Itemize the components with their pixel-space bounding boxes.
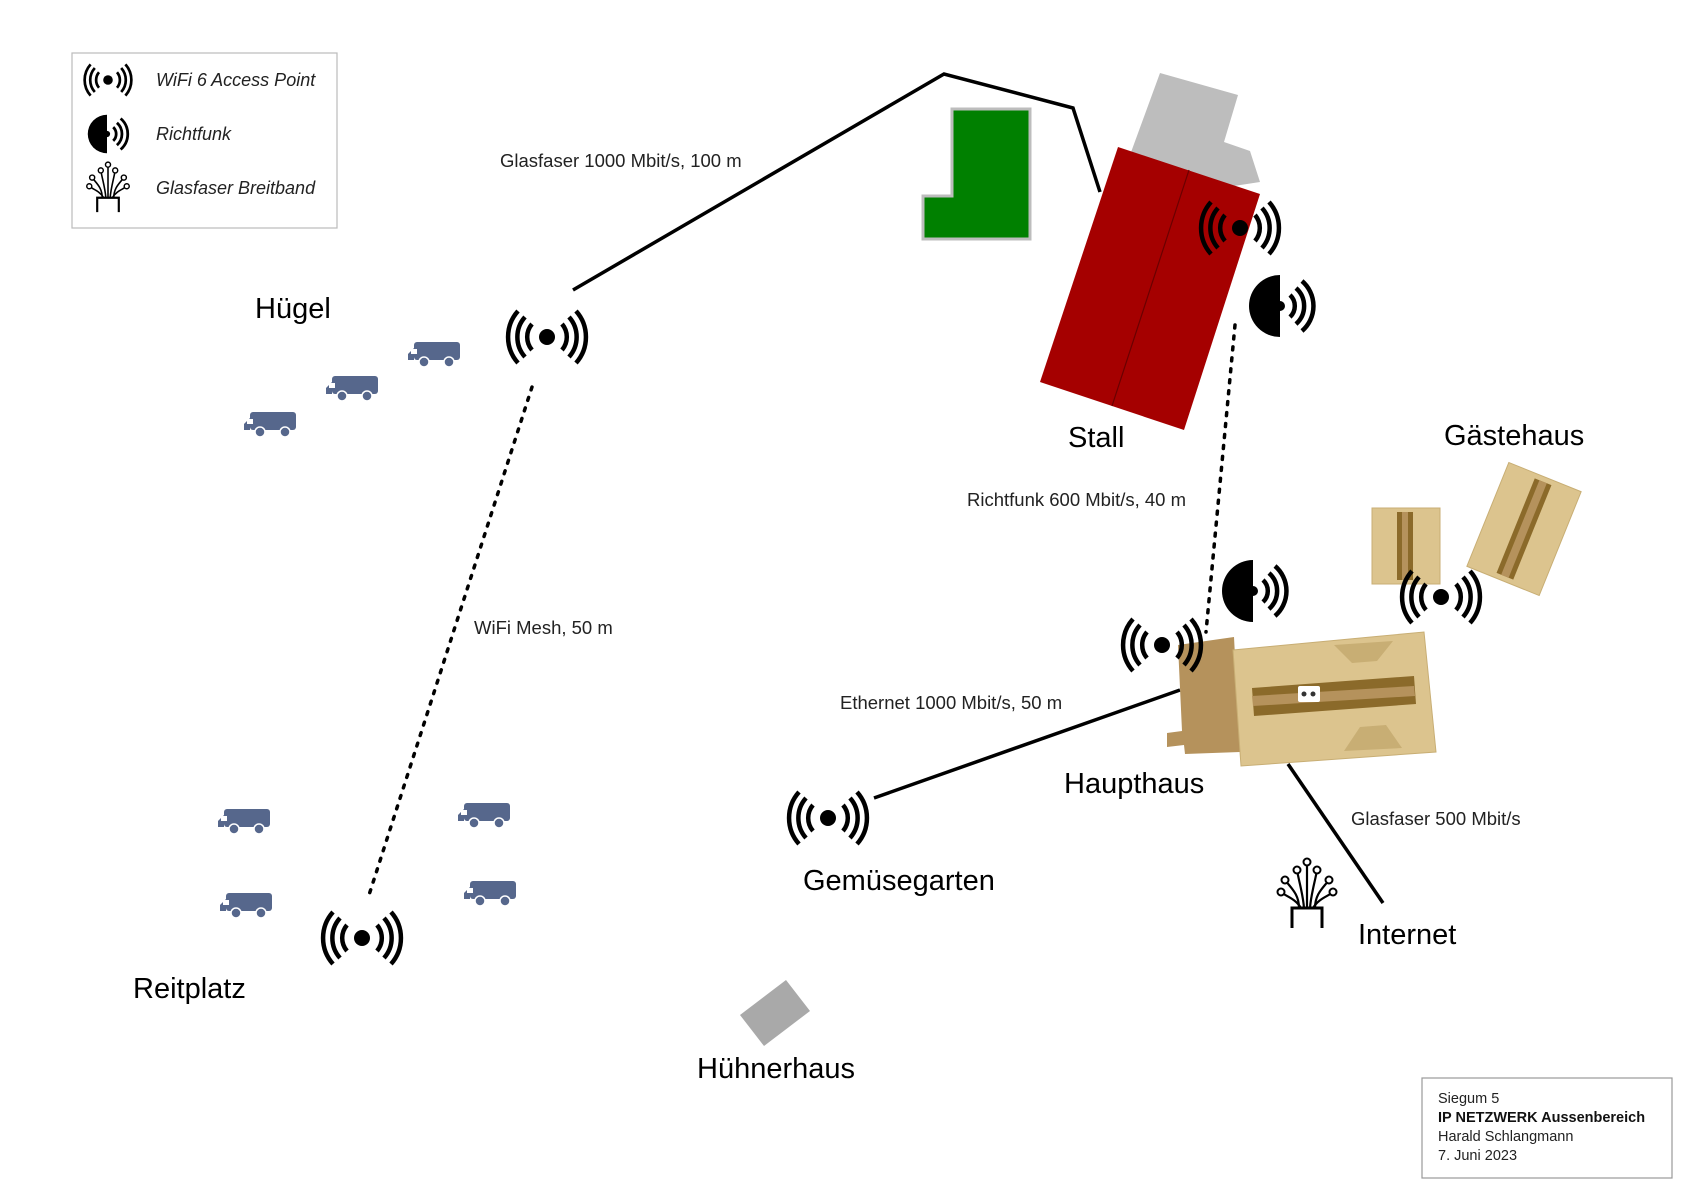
label-glasfaser-stall-link: Glasfaser 1000 Mbit/s, 100 m [500,150,742,171]
legend-wifi-label: WiFi 6 Access Point [156,70,316,90]
legend: WiFi 6 Access Point Richtfunk Glasfaser … [71,52,338,229]
label-wifi-mesh-link: WiFi Mesh, 50 m [474,617,613,638]
wifi-ap-huegel-icon [508,311,586,363]
label-ethernet-link: Ethernet 1000 Mbit/s, 50 m [840,692,1062,713]
camper-icon [407,341,461,368]
title-block-title: IP NETZWERK Aussenbereich [1438,1110,1645,1126]
wifi-mesh-line [367,385,534,897]
title-block: Siegum 5 IP NETZWERK Aussenbereich Haral… [1421,1077,1673,1179]
gaestehaus-building-large [1466,461,1582,597]
glasfaser-internet-line [1286,763,1385,904]
legend-glasfaser-label: Glasfaser Breitband [156,178,316,198]
wifi-ap-gemuesegarten-icon [789,792,867,844]
label-stall: Stall [1068,422,1124,454]
label-gaestehaus: Gästehaus [1444,420,1584,452]
stall-building [1040,147,1260,430]
ethernet-line [873,688,1181,800]
legend-richtfunk-label: Richtfunk [156,124,232,144]
camper-icon [217,808,271,835]
label-huegel: Hügel [255,293,331,325]
title-block-author: Harald Schlangmann [1438,1129,1573,1145]
camper-icon [325,375,379,402]
wifi-ap-reitplatz-icon [323,912,401,964]
glasfaser-breitband-icon [1276,857,1338,930]
label-reitplatz: Reitplatz [133,973,246,1005]
camper-icon [463,880,517,907]
label-gemuesegarten: Gemüsegarten [803,865,995,897]
label-richtfunk-link: Richtfunk 600 Mbit/s, 40 m [967,489,1186,510]
camper-icon [243,411,297,438]
title-block-date: 7. Juni 2023 [1438,1148,1517,1164]
richtfunk-stall-icon [1249,275,1313,337]
green-building [921,107,1032,241]
glasfaser-stall-line [572,72,1102,292]
label-internet: Internet [1358,919,1456,951]
huehnerhaus-building [740,980,810,1046]
label-haupthaus: Haupthaus [1064,768,1204,800]
title-block-line1: Siegum 5 [1438,1091,1499,1107]
label-glasfaser-internet-link: Glasfaser 500 Mbit/s [1351,808,1521,829]
camper-icon [219,892,273,919]
label-huehnerhaus: Hühnerhaus [697,1053,855,1085]
richtfunk-line [1204,323,1237,634]
gaestehaus-building-small [1371,507,1441,585]
haupthaus-building [1167,631,1437,767]
camper-icon [457,802,511,829]
richtfunk-haupthaus-icon [1222,560,1286,622]
